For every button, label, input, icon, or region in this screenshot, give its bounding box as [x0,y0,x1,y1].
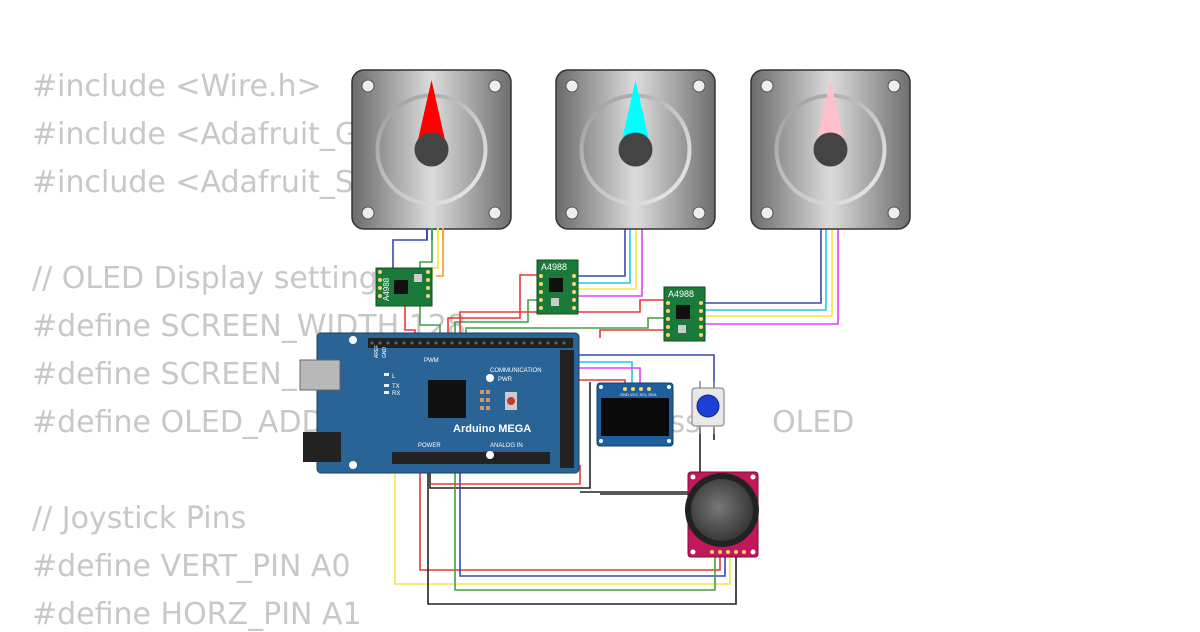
wire-s2-cyan [578,228,631,284]
arduino-pwr-label: PWR [498,377,513,383]
wire-d2-green [454,299,540,338]
arduino-aref-label: AREF [374,345,380,358]
driver-1-label: A4988 [382,277,391,301]
arduino-pwm-label: PWM [424,358,439,364]
power-jack [303,432,341,462]
wire-d1-green [419,305,441,338]
wire-s2-yellow [578,228,637,290]
arduino-l-label: L [392,374,396,380]
wire-s1-green [419,228,433,272]
code-line-10: // Joystick Pins [32,501,247,536]
code-line-2: #include <Adafruit_G [32,117,359,152]
stepper-motor-2[interactable] [555,69,716,230]
needle-red [418,80,445,140]
arduino-gnd-label: GND [382,347,388,359]
stepper-motor-1[interactable] [351,69,512,230]
code-line-11: #define VERT_PIN A0 [32,549,351,584]
code-line-5: // OLED Display setting [32,261,378,296]
wire-d2-red [447,274,540,338]
arduino-comm-label: COMMUNICATION [490,368,542,374]
code-line-12: #define HORZ_PIN A1 [32,597,362,632]
arduino-name: Arduino MEGA [453,423,531,435]
wire-d3-red [459,299,665,338]
wire-s3-yellow [705,228,833,317]
joystick-module[interactable] [685,471,759,558]
arduino-rx-label: RX [392,391,400,397]
wire-js-green [454,465,716,591]
wire-js-black [427,465,737,605]
stepper-motor-3[interactable] [750,69,911,230]
code-line-3: #include <Adafruit_SS [32,165,374,200]
wire-oled-black [429,382,591,489]
oled-screen [601,398,669,436]
wire-s1-orange [436,228,444,277]
needle-cyan [622,80,649,140]
a4988-driver-1[interactable]: A4988 [375,267,433,307]
push-button[interactable] [691,381,725,434]
ghost-oled-text: OLED [772,405,855,440]
wire-s3-cyan [705,228,827,311]
needle-pink [817,80,844,140]
wire-js-red [419,465,721,571]
code-line-1: #include <Wire.h> [32,69,322,104]
oled-pin-labels: GND VCC SCL SDA [620,392,657,397]
wire-s3-blue [705,228,822,304]
wire-s3-magenta [705,228,839,325]
oled-display[interactable]: GND VCC SCL SDA [596,382,674,447]
mcu-chip [428,380,466,418]
driver-3-label: A4988 [668,289,694,299]
code-line-6: #define SCREEN_WIDTH 128 [32,309,467,344]
motor-leads [426,228,444,240]
driver-2-label: A4988 [541,262,567,272]
arduino-tx-label: TX [392,384,400,390]
usb-port [299,359,341,391]
arduino-analog-label: ANALOG IN [490,443,523,449]
a4988-driver-3[interactable]: A4988 [663,286,706,342]
arduino-mega-board[interactable]: Arduino MEGA PWM COMMUNICATION POWER ANA… [299,332,580,474]
wire-d3-red2 [599,329,665,338]
wire-js-blue [459,465,726,577]
a4988-driver-2[interactable]: A4988 [536,259,579,315]
code-line-8: #define OLED_ADD [32,405,325,440]
wire-js-red2 [430,465,581,485]
wire-js-yellow [394,465,731,585]
joystick-knob[interactable] [691,479,753,541]
wire-s2-blue [578,228,626,277]
code-line-7: #define SCREEN_H [32,357,320,392]
button-cap[interactable] [696,394,720,418]
wire-d3-green [465,317,665,338]
arduino-power-label: POWER [418,443,441,449]
wire-s2-magenta [578,228,643,297]
wire-js-black2 [600,493,691,520]
